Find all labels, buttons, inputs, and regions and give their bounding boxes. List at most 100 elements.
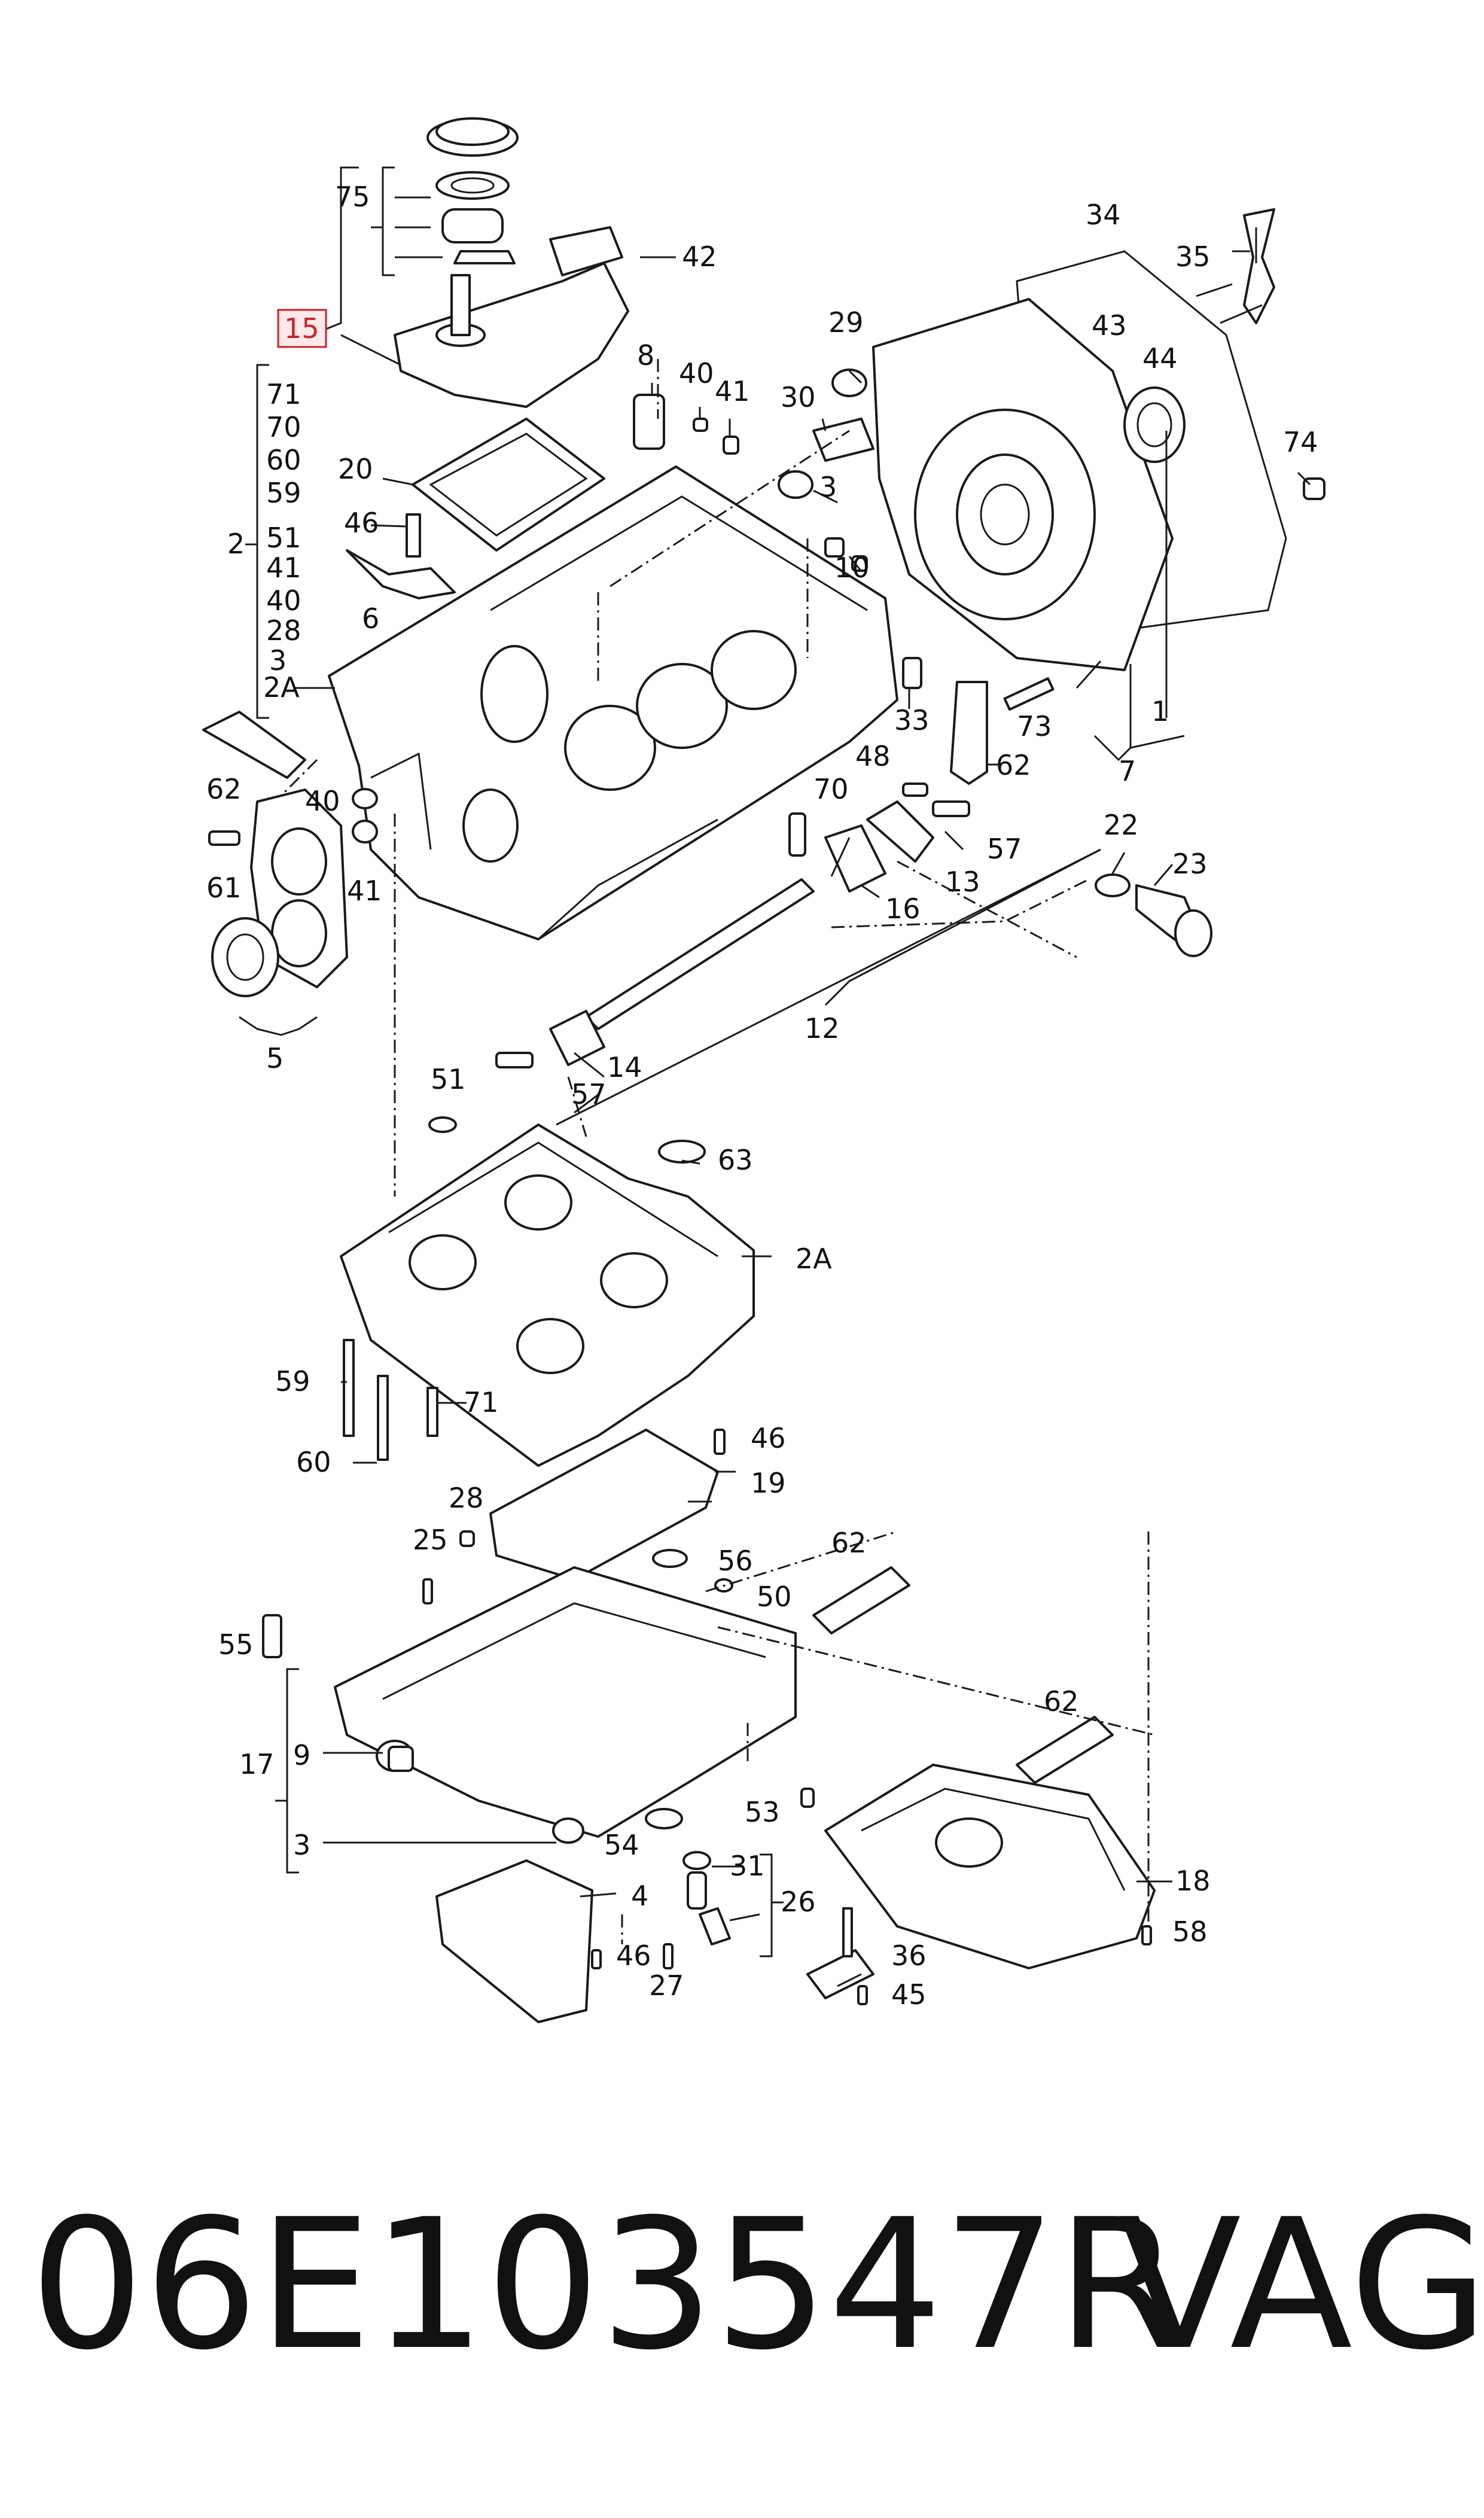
tensioner-assembly xyxy=(788,783,970,893)
callout-63: 63 xyxy=(718,1144,753,1176)
callout-70: 70 xyxy=(266,411,301,443)
callout-60: 60 xyxy=(266,444,301,476)
sensor-36 xyxy=(806,1949,874,1999)
sealant-tube-62c xyxy=(812,1566,910,1634)
callout-30: 30 xyxy=(781,381,816,413)
callout-41: 41 xyxy=(266,552,301,584)
callout-60b: 60 xyxy=(296,1446,331,1478)
callout-2A: 2A xyxy=(263,671,300,704)
callout-4: 4 xyxy=(631,1880,648,1912)
callout-59: 59 xyxy=(266,477,301,509)
callout-15: 15 xyxy=(284,312,319,345)
callout-55: 55 xyxy=(218,1628,254,1661)
callout-1: 1 xyxy=(1151,695,1169,727)
ring-3 xyxy=(778,470,813,499)
oil-pan-upper-17 xyxy=(334,1566,797,1844)
callout-31: 31 xyxy=(730,1850,765,1882)
callout-48: 48 xyxy=(855,740,891,772)
callout-46c: 46 xyxy=(616,1940,651,1972)
sealant-tube-62d xyxy=(1016,1716,1114,1784)
breather-cover-assembly xyxy=(394,117,629,408)
callout-57b: 57 xyxy=(571,1078,607,1110)
callout-58: 58 xyxy=(1172,1916,1208,1948)
callout-17: 17 xyxy=(239,1748,275,1780)
callout-62d: 62 xyxy=(1044,1685,1079,1718)
leader-lines xyxy=(239,166,1311,1987)
callout-46b: 46 xyxy=(751,1422,786,1454)
callout-12: 12 xyxy=(805,1012,840,1045)
callout-44: 44 xyxy=(1142,342,1178,374)
plug-9 xyxy=(388,1746,414,1772)
callout-53: 53 xyxy=(745,1796,780,1828)
callout-2: 2 xyxy=(227,528,245,560)
callout-75: 75 xyxy=(335,181,370,213)
callout-71: 71 xyxy=(266,378,301,410)
bolt-59 xyxy=(343,1339,355,1437)
callout-41b: 41 xyxy=(715,375,750,407)
callout-25: 25 xyxy=(413,1524,448,1556)
callout-62-housing: 62 xyxy=(996,749,1031,781)
callout-56: 56 xyxy=(718,1545,753,1577)
washer-22 xyxy=(1095,873,1130,897)
callout-34: 34 xyxy=(1086,199,1121,231)
callout-6: 6 xyxy=(362,602,379,635)
callout-28: 28 xyxy=(266,614,301,647)
callout-7: 7 xyxy=(1119,755,1136,787)
callout-70b: 70 xyxy=(813,773,849,805)
callout-51b: 51 xyxy=(431,1063,466,1095)
callout-57a: 57 xyxy=(987,833,1022,865)
callout-43: 43 xyxy=(1092,309,1127,342)
callout-3: 3 xyxy=(269,644,287,677)
callout-42: 42 xyxy=(682,240,717,273)
bolt-71 xyxy=(426,1387,438,1437)
callout-3c: 3 xyxy=(293,1829,310,1861)
shaft-12 xyxy=(585,878,815,1030)
callout-61: 61 xyxy=(206,872,242,904)
rear-housing xyxy=(872,208,1287,671)
brand-text: VAG xyxy=(1119,2181,1484,2389)
lower-crankcase-2A xyxy=(340,1116,755,1467)
callout-40b: 40 xyxy=(679,357,714,389)
callout-45: 45 xyxy=(891,1978,927,2011)
callout-46: 46 xyxy=(344,507,379,539)
callout-27: 27 xyxy=(649,1969,684,2002)
callout-22: 22 xyxy=(1104,809,1139,841)
callout-29: 29 xyxy=(828,306,864,339)
baffle-19 xyxy=(489,1429,719,1581)
callout-35: 35 xyxy=(1175,240,1211,273)
oil-pan-lower-18 xyxy=(800,1764,1156,1969)
gasket-20 xyxy=(412,418,605,552)
bracket-14 xyxy=(549,1010,605,1066)
callout-51: 51 xyxy=(266,522,301,554)
bolt-60 xyxy=(377,1375,389,1461)
callout-41c: 41 xyxy=(347,875,382,907)
callout-20: 20 xyxy=(338,453,373,485)
callout-10: 10 xyxy=(834,552,870,584)
valve-8 xyxy=(633,394,665,450)
callout-62c: 62 xyxy=(831,1527,867,1559)
callout-16: 16 xyxy=(885,893,921,925)
callout-73: 73 xyxy=(1017,710,1052,742)
bracket-6 xyxy=(346,549,456,599)
bolt-46 xyxy=(406,513,421,558)
callout-36: 36 xyxy=(891,1940,927,1972)
callout-59b: 59 xyxy=(275,1365,310,1397)
callout-40: 40 xyxy=(266,584,301,617)
callout-labels: 75 42 15 71 70 60 59 51 2 41 40 28 3 2A … xyxy=(206,181,1318,2011)
callout-8: 8 xyxy=(637,339,654,372)
gasket-30 xyxy=(812,418,874,462)
seal-29 xyxy=(831,369,867,397)
callout-33: 33 xyxy=(894,704,930,736)
part-number-text: 06E103547R xyxy=(30,2181,1181,2389)
callout-9: 9 xyxy=(293,1739,310,1771)
cover-4 xyxy=(435,1859,593,2023)
callout-26: 26 xyxy=(781,1886,816,1918)
highlight-box-15 xyxy=(277,309,327,348)
callout-23: 23 xyxy=(1172,848,1208,880)
callout-14: 14 xyxy=(607,1051,642,1083)
callout-13: 13 xyxy=(945,866,980,898)
sealant-tube-62-left xyxy=(202,711,306,779)
callout-50: 50 xyxy=(757,1581,792,1613)
callout-2Ab: 2A xyxy=(796,1243,832,1275)
